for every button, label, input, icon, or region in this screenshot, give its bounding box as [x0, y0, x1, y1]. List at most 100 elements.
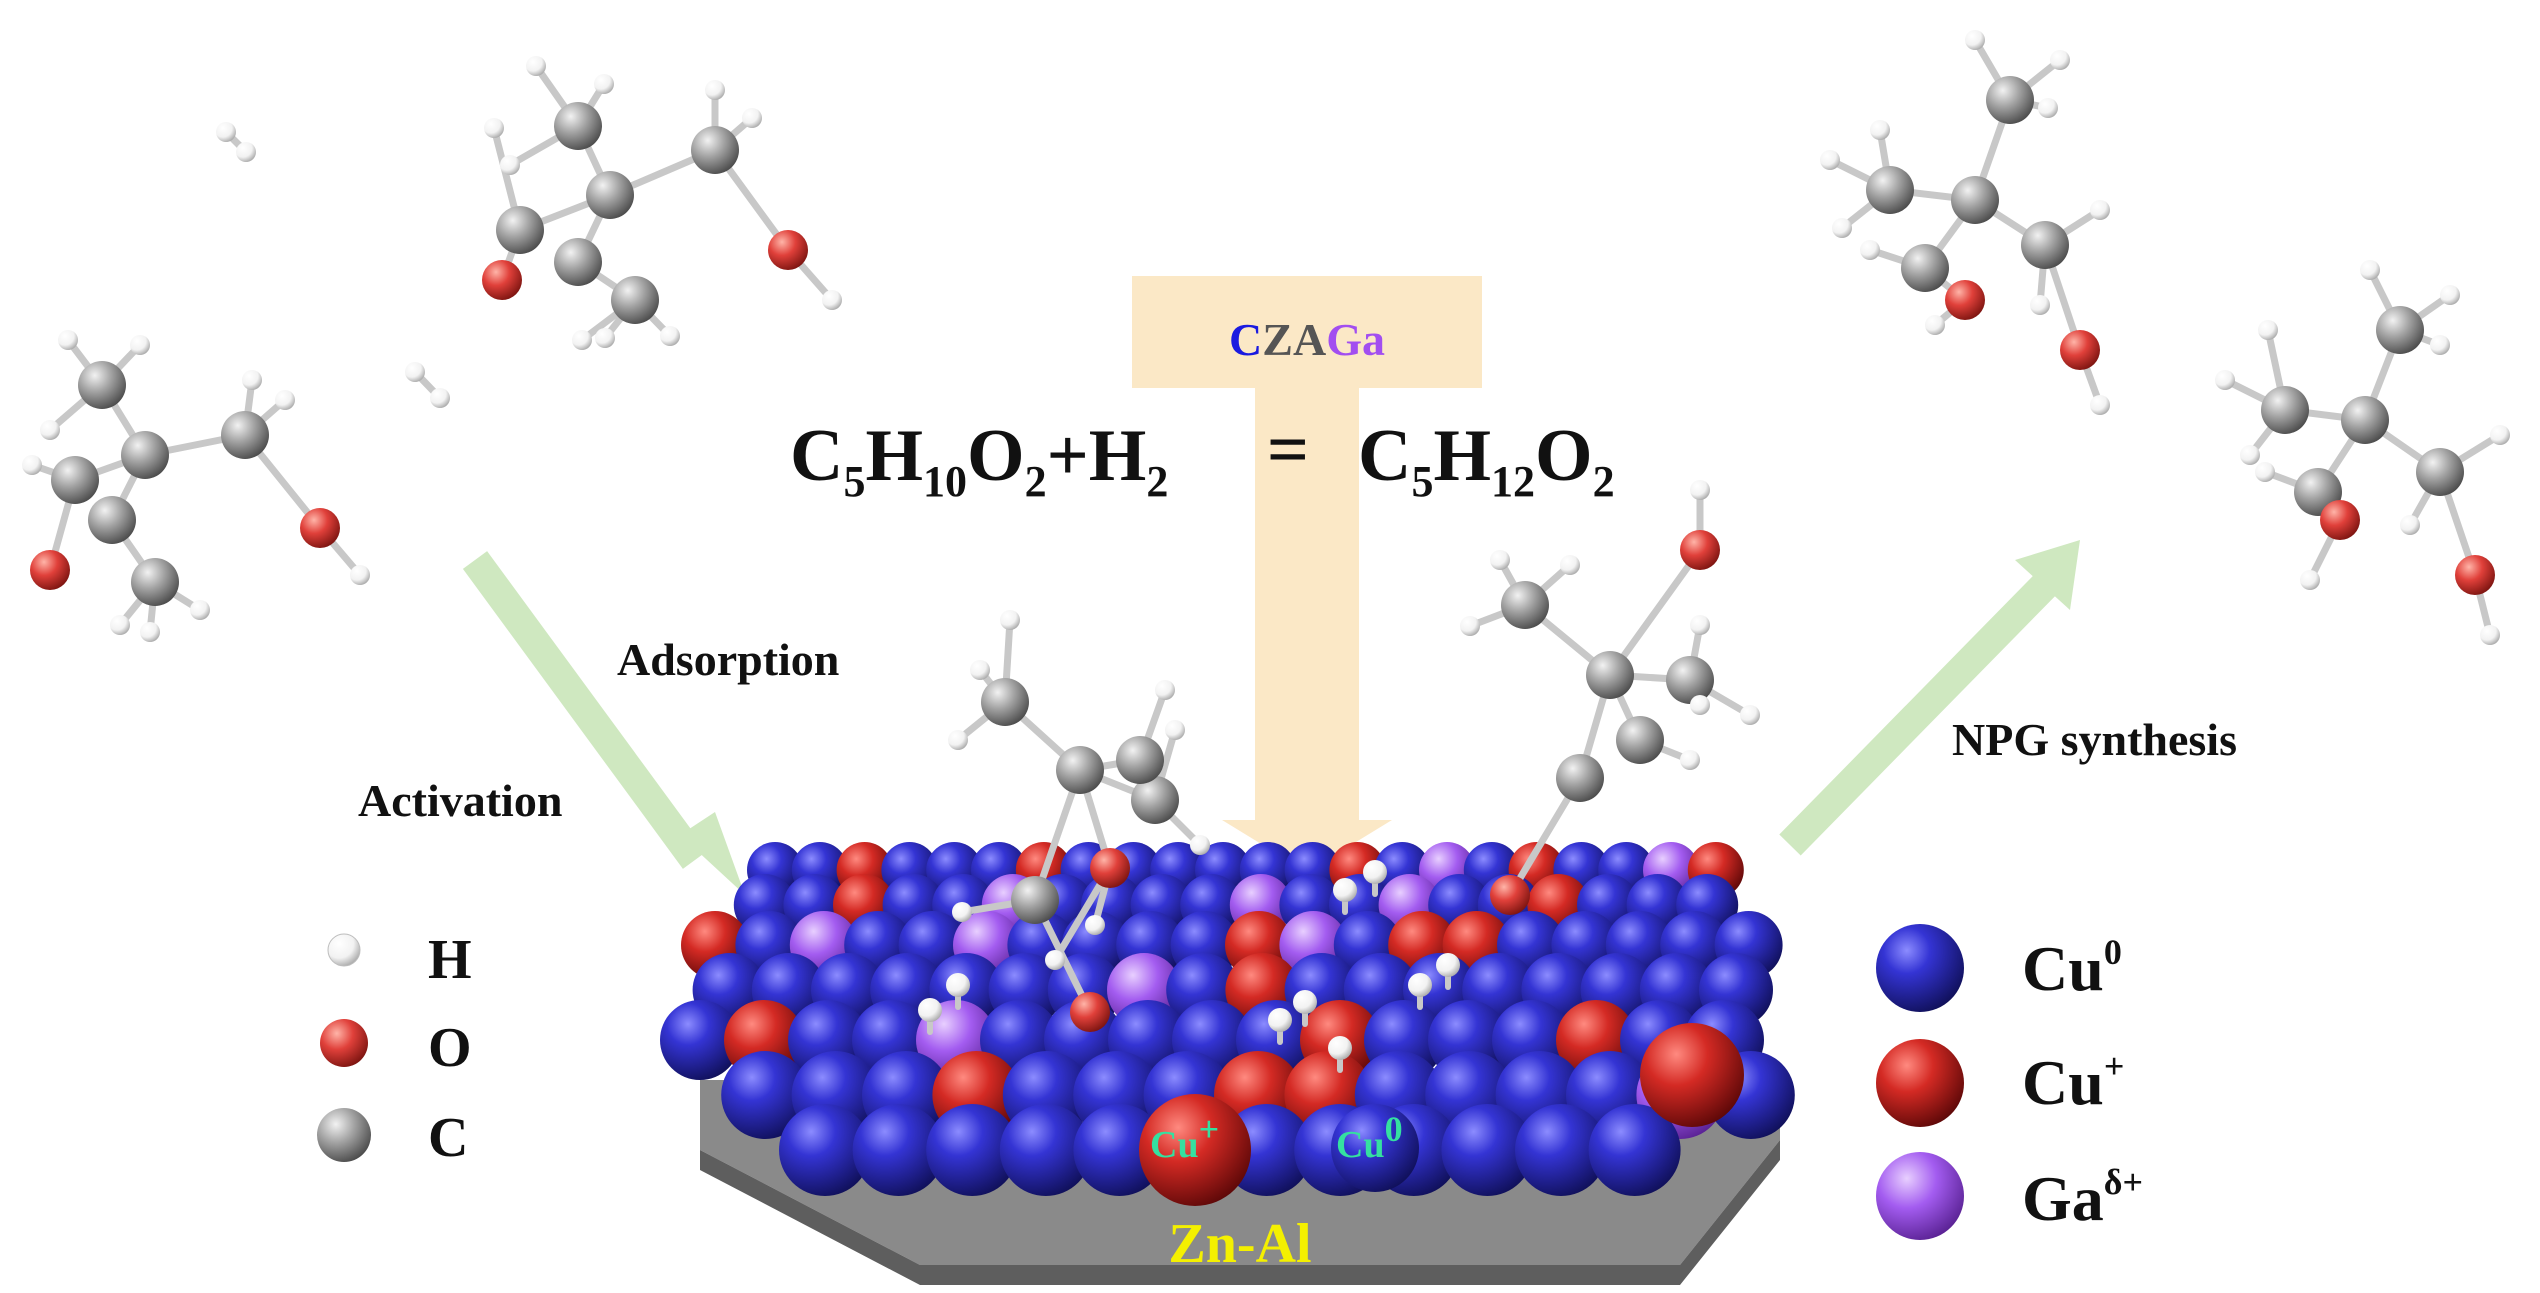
- hydrogen-atom: [572, 330, 592, 350]
- hydrogen-atom: [1363, 860, 1387, 884]
- cu0-site: [721, 1051, 810, 1139]
- hydrogen-atom: [1190, 835, 1210, 855]
- cu-plus-site-labelled: [1139, 1094, 1251, 1206]
- legend-cuplus-label: Cu+: [2022, 1046, 2124, 1118]
- hydrogen-atom: [242, 370, 262, 390]
- support-label: Zn-Al: [1168, 1213, 1311, 1275]
- adsorbed-h: [946, 973, 970, 1010]
- reaction-equation: C5H10O2+H2 = C5H12O2: [790, 409, 1615, 506]
- p-c-sub: 5: [1411, 457, 1433, 506]
- hydrogen-atom: [130, 335, 150, 355]
- hydrogen-atom: [918, 998, 942, 1022]
- molecule: [1820, 30, 2110, 415]
- molecule: [22, 330, 370, 642]
- r1-o-sub: 2: [1025, 457, 1047, 506]
- molecule: [2215, 260, 2510, 645]
- oxygen-atom: [2060, 330, 2100, 370]
- hydrogen-atom: [1045, 950, 1065, 970]
- oxygen-atom: [1945, 280, 1985, 320]
- hydrogen-atom: [1085, 915, 1105, 935]
- r2-h-sub: 2: [1146, 457, 1168, 506]
- hydrogen-atom: [1690, 615, 1710, 635]
- catalyst-arrow-shaft: [1255, 388, 1359, 820]
- legend-cuplus-icon: [1876, 1039, 1964, 1127]
- hydrogen-atom: [1293, 990, 1317, 1014]
- carbon-atom: [586, 171, 634, 219]
- hydrogen-atom: [2480, 625, 2500, 645]
- hydrogen-atom: [2050, 50, 2070, 70]
- oxygen-atom: [2455, 555, 2495, 595]
- oxygen-atom: [30, 550, 70, 590]
- catalyst-label-a: A: [1293, 314, 1326, 365]
- oxygen-atom: [2320, 500, 2360, 540]
- legend-cu0-icon: [1876, 924, 1964, 1012]
- legend-cu0-label: Cu0: [2022, 932, 2122, 1004]
- hydrogen-atom: [2300, 570, 2320, 590]
- hydrogen-atom: [1925, 315, 1945, 335]
- carbon-atom: [554, 238, 602, 286]
- carbon-atom: [1951, 176, 1999, 224]
- p-h-sub: 12: [1491, 457, 1535, 506]
- hydrogen-atom: [350, 565, 370, 585]
- svg-text:C5H10O2+H2: C5H10O2+H2: [790, 415, 1168, 506]
- hydrogen-atom: [1165, 720, 1185, 740]
- surface-label-cu-zero: Cu0: [1336, 1109, 1403, 1166]
- cu0-site: [999, 1104, 1092, 1196]
- adsorbed-h: [1328, 1036, 1352, 1073]
- hydrogen-atom: [1408, 973, 1432, 997]
- hydrogen-atom: [1690, 480, 1710, 500]
- oxygen-atom: [1090, 848, 1130, 888]
- carbon-atom: [1131, 776, 1179, 824]
- hydrogen-atom: [1000, 610, 1020, 630]
- hydrogen-atom: [190, 600, 210, 620]
- hydrogen-atom: [526, 56, 546, 76]
- hydrogen-atom: [1740, 705, 1760, 725]
- hydrogen-atom: [822, 290, 842, 310]
- carbon-atom: [554, 102, 602, 150]
- hydrogen-atom: [2090, 200, 2110, 220]
- r1-c: C: [790, 415, 843, 497]
- cu0-site: [660, 1000, 740, 1080]
- p-c: C: [1358, 415, 1411, 497]
- hydrogen-atom: [1870, 120, 1890, 140]
- hydrogen-atom: [1268, 1008, 1292, 1032]
- carbon-atom: [496, 206, 544, 254]
- cu0-site: [926, 1104, 1019, 1196]
- hydrogen-atom: [40, 420, 60, 440]
- carbon-atom: [981, 678, 1029, 726]
- legend-h-icon: [327, 933, 361, 967]
- carbon-atom: [1116, 736, 1164, 784]
- hydrogen-atom: [1490, 550, 1510, 570]
- hydrogen-atom: [970, 660, 990, 680]
- legend-c-label: C: [428, 1107, 468, 1169]
- adsorbed-h: [1293, 990, 1317, 1027]
- hydrogen-atom: [140, 622, 160, 642]
- cu0-site: [1588, 1104, 1681, 1196]
- hydrogen-atom: [22, 455, 42, 475]
- r1-h: H: [865, 415, 923, 497]
- molecules-layer: [22, 30, 2510, 1073]
- adsorbed-h: [1436, 953, 1460, 990]
- catalyst-label-c: C: [1229, 314, 1262, 365]
- hydrogen-atom: [500, 155, 520, 175]
- adsorbed-h: [1363, 860, 1387, 897]
- hydrogen-atom: [1155, 680, 1175, 700]
- carbon-atom: [221, 411, 269, 459]
- hydrogen-atom: [2400, 515, 2420, 535]
- adsorbed-h: [918, 998, 942, 1035]
- r1-c-sub: 5: [843, 457, 865, 506]
- plus-sign: +: [1047, 415, 1089, 497]
- hydrogen-atom: [484, 118, 504, 138]
- hydrogen-atom: [1436, 953, 1460, 977]
- carbon-atom: [51, 456, 99, 504]
- molecule: [405, 362, 450, 408]
- carbon-atom: [2416, 448, 2464, 496]
- cu0-site: [1441, 1104, 1534, 1196]
- hydrogen-atom: [742, 108, 762, 128]
- hydrogen-atom: [405, 362, 425, 382]
- hydrogen-atom: [2215, 370, 2235, 390]
- p-h: H: [1433, 415, 1491, 497]
- hydrogen-atom: [1680, 750, 1700, 770]
- equals-sign: =: [1267, 409, 1309, 491]
